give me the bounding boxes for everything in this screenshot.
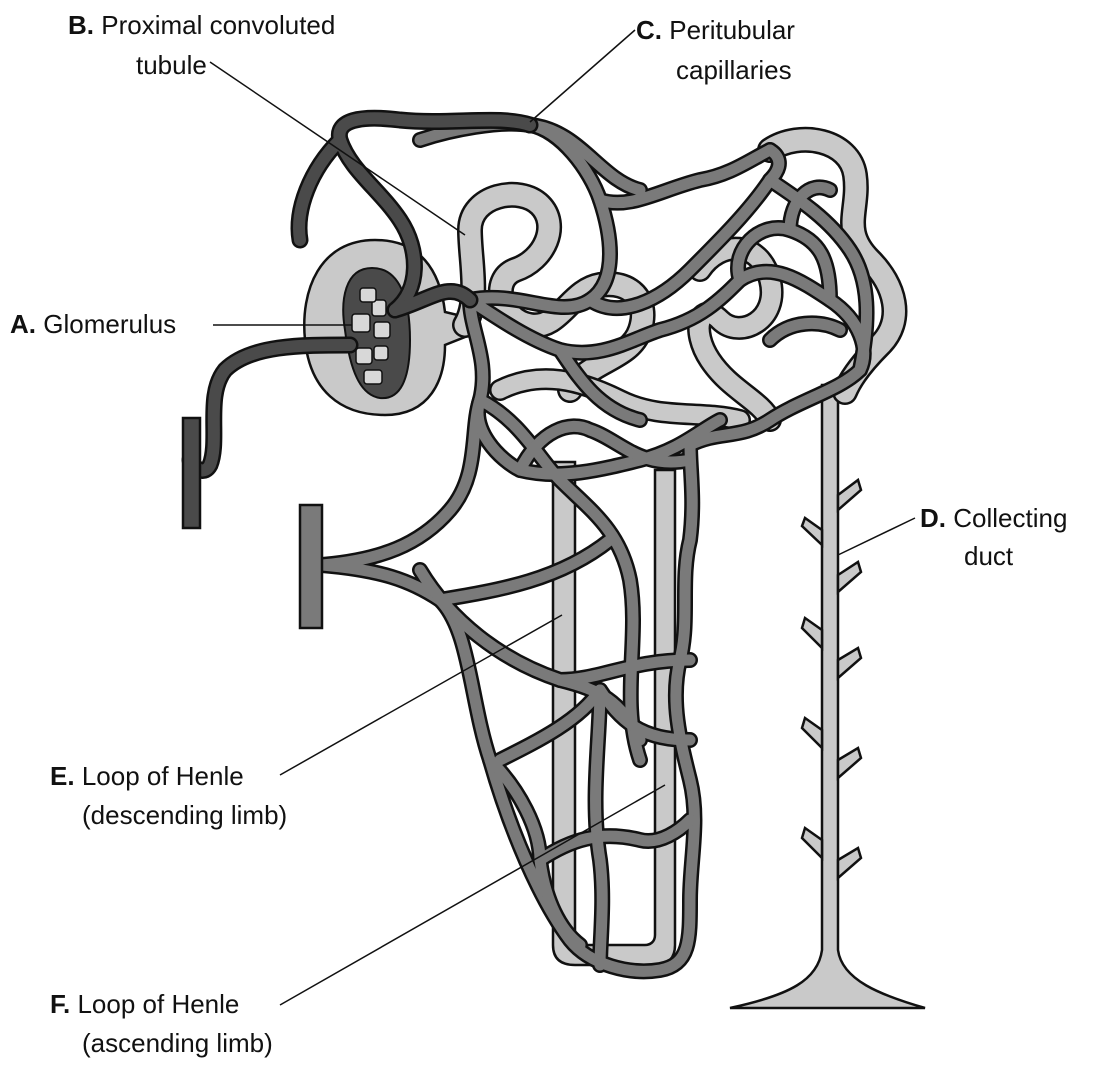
- label-lhd-line1: Loop of Henle: [82, 761, 244, 791]
- label-glomerulus-letter: A.: [10, 309, 36, 339]
- label-lhd-letter: E.: [50, 761, 75, 791]
- label-lha-letter: F.: [50, 989, 70, 1019]
- label-pct-line2: tubule: [136, 50, 207, 80]
- label-ptc-line2-wrap: capillaries: [676, 52, 792, 88]
- label-loop-ascending: F. Loop of Henle: [50, 986, 239, 1022]
- collecting-duct: [730, 385, 925, 1008]
- label-glomerulus-text: Glomerulus: [43, 309, 176, 339]
- label-glomerulus: A. Glomerulus: [10, 306, 176, 342]
- label-lhd-line2-wrap: (descending limb): [82, 797, 287, 833]
- label-ptc-letter: C.: [636, 15, 662, 45]
- label-peritubular-capillaries: C. Peritubular: [636, 12, 795, 48]
- leader-B: [210, 62, 465, 235]
- label-ptc-line1: Peritubular: [669, 15, 795, 45]
- leader-C: [530, 30, 635, 122]
- label-ptc-line2: capillaries: [676, 55, 792, 85]
- label-proximal-convoluted-tubule: B. Proximal convoluted: [68, 7, 335, 43]
- label-pct-line1: Proximal convoluted: [101, 10, 335, 40]
- label-loop-descending: E. Loop of Henle: [50, 758, 244, 794]
- label-cd-line2-wrap: duct: [964, 538, 1013, 574]
- label-cd-line2: duct: [964, 541, 1013, 571]
- label-cd-letter: D.: [920, 503, 946, 533]
- label-cd-line1: Collecting: [953, 503, 1067, 533]
- label-lha-line2: (ascending limb): [82, 1028, 273, 1058]
- label-lha-line1: Loop of Henle: [77, 989, 239, 1019]
- label-collecting-duct: D. Collecting: [920, 500, 1067, 536]
- label-lha-line2-wrap: (ascending limb): [82, 1025, 273, 1061]
- label-pct-line2-wrap: tubule: [136, 47, 207, 83]
- leader-D: [838, 518, 915, 555]
- label-pct-letter: B.: [68, 10, 94, 40]
- label-lhd-line2: (descending limb): [82, 800, 287, 830]
